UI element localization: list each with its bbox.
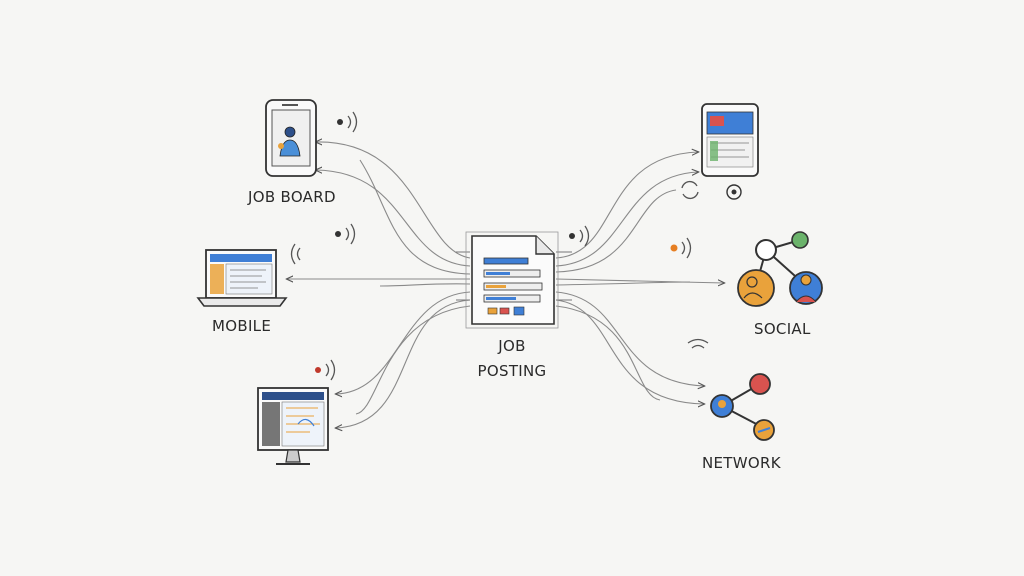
signal-marks — [290, 111, 709, 381]
connector-network-3 — [555, 305, 661, 401]
connector-mobile-2 — [379, 283, 471, 287]
connector-network-2 — [555, 299, 704, 404]
label-job-posting-line1: JOB — [498, 337, 526, 355]
connector-job-board-1 — [316, 142, 471, 259]
connector-desktop-2 — [336, 299, 471, 428]
connector-network-1 — [555, 291, 704, 386]
signal-icon — [569, 225, 590, 247]
connector-job-board-3 — [359, 159, 471, 275]
signal-icon — [337, 111, 358, 133]
network-nodes-icon — [710, 373, 775, 441]
job-posting-document-icon — [465, 231, 559, 329]
connector-tablet-2 — [555, 172, 698, 267]
smartphone-icon — [265, 99, 317, 177]
tablet-icon — [701, 103, 759, 200]
connector-tablet-3 — [555, 189, 677, 273]
label-social: SOCIAL — [754, 320, 811, 338]
connector-job-board-2 — [316, 170, 471, 267]
connector-social-2 — [555, 281, 691, 286]
connector-desktop-1 — [336, 291, 471, 394]
label-job-posting: JOB POSTING — [466, 334, 558, 384]
label-network: NETWORK — [702, 454, 781, 472]
label-job-posting-line2: POSTING — [477, 362, 547, 380]
label-job-board: JOB BOARD — [248, 188, 336, 206]
refresh-icon — [681, 180, 699, 200]
connector-desktop-3 — [355, 305, 471, 415]
laptop-icon — [196, 249, 288, 307]
label-mobile: MOBILE — [212, 317, 272, 335]
connector-social-1 — [555, 278, 724, 283]
signal-icon — [670, 237, 692, 259]
connector-lines — [287, 142, 724, 428]
desktop-monitor-icon — [257, 387, 329, 465]
signal-icon — [290, 243, 301, 265]
connector-tablet-1 — [555, 152, 698, 259]
signal-icon — [687, 338, 709, 349]
signal-icon — [315, 359, 336, 381]
social-people-icon — [737, 231, 823, 307]
signal-icon — [335, 223, 356, 245]
